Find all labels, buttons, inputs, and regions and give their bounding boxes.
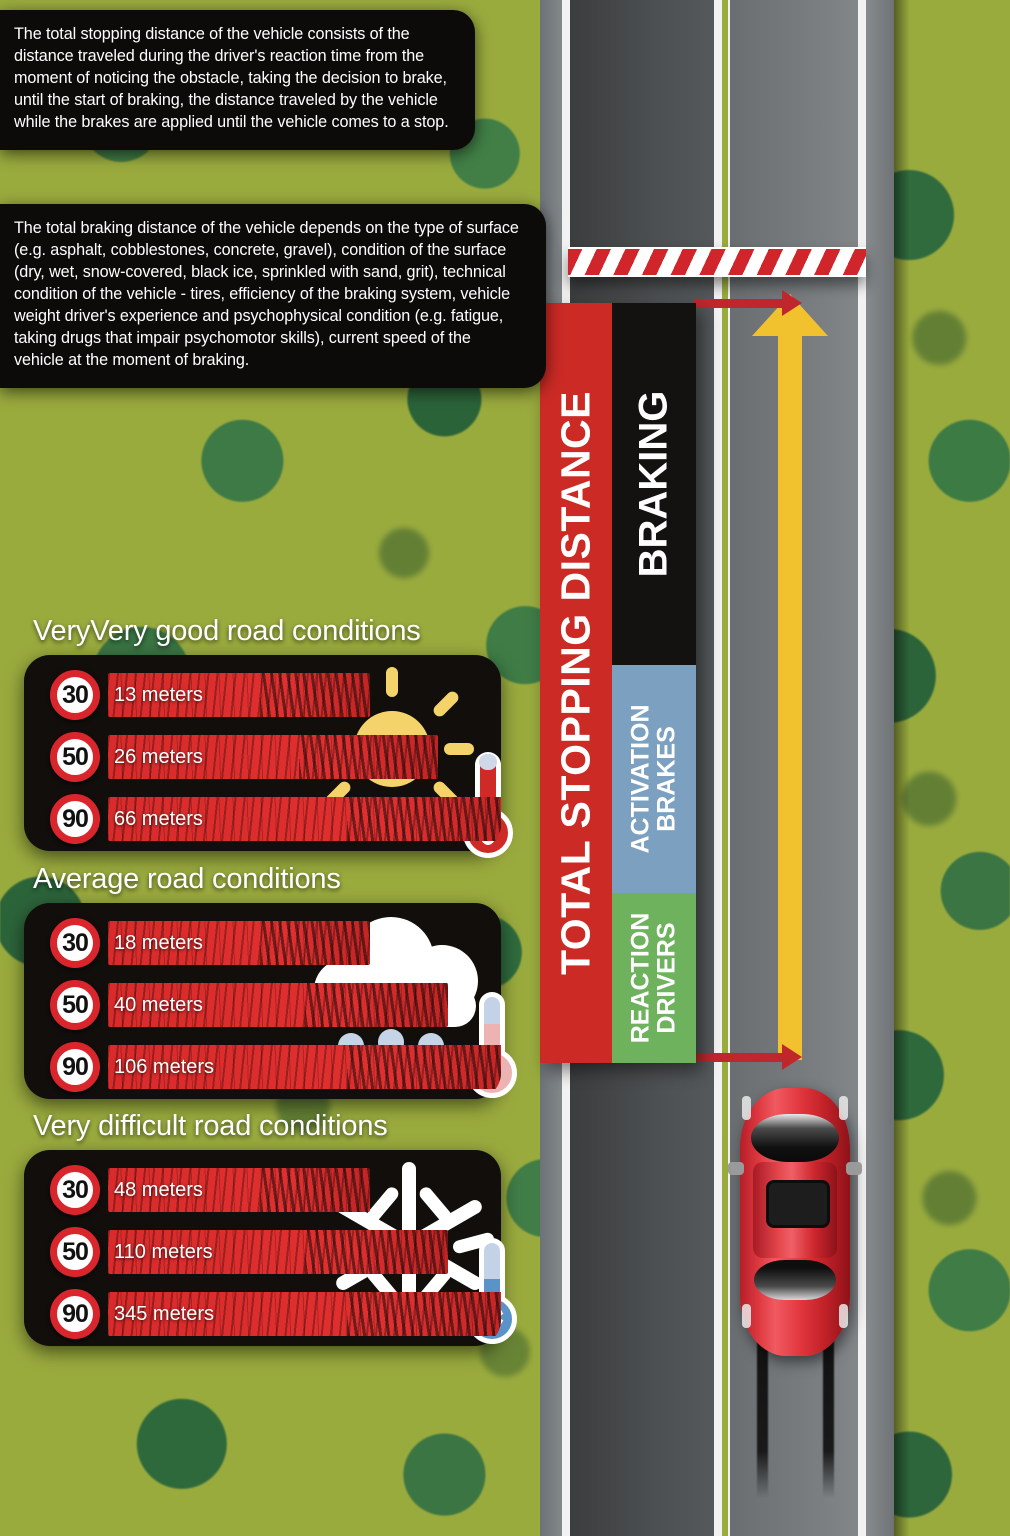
distance-value: 40 meters xyxy=(114,993,203,1016)
car-mirror-left xyxy=(728,1162,744,1175)
condition-title-good: VeryVery good road conditions xyxy=(33,615,421,647)
distance-value: 110 meters xyxy=(114,1240,213,1263)
panel-braking-distance-factors: The total braking distance of the vehicl… xyxy=(0,204,546,388)
road-shadow xyxy=(894,0,910,1536)
car-mirror-right xyxy=(846,1162,862,1175)
distance-bar xyxy=(108,1230,448,1274)
car-sunroof xyxy=(766,1180,830,1228)
skid-mark-left xyxy=(757,1330,768,1498)
distance-row: 90 66 meters xyxy=(50,793,501,845)
distance-row: 50 110 meters xyxy=(50,1226,448,1278)
segment-braking: BRAKING xyxy=(612,303,696,665)
condition-card-good: 30 13 meters 50 26 meters 90 66 meters xyxy=(24,655,501,851)
panel-text: The total braking distance of the vehicl… xyxy=(14,219,519,369)
total-stopping-distance-bar: TOTAL STOPPING DISTANCE BRAKING ACTIVATI… xyxy=(540,303,696,1063)
skid-mark-right xyxy=(823,1330,834,1498)
car-taillight-left xyxy=(742,1304,751,1328)
distance-value: 106 meters xyxy=(114,1055,215,1078)
distance-value: 48 meters xyxy=(114,1178,203,1201)
car-rear-window xyxy=(754,1260,836,1300)
distance-value: 345 meters xyxy=(114,1302,215,1325)
car-headlight-right xyxy=(839,1096,848,1120)
speed-sign: 30 xyxy=(50,918,100,968)
condition-card-difficult: 30 48 meters 50 110 meters 90 345 meters xyxy=(24,1150,501,1346)
segment-braking-label: BRAKING xyxy=(631,390,676,578)
car-windshield xyxy=(751,1114,839,1162)
total-stopping-distance-label-band: TOTAL STOPPING DISTANCE xyxy=(540,303,612,1063)
speed-sign: 90 xyxy=(50,1042,100,1092)
distance-row: 50 40 meters xyxy=(50,979,448,1031)
distance-bar xyxy=(108,1168,370,1212)
condition-title-average: Average road conditions xyxy=(33,863,341,895)
distance-row: 50 26 meters xyxy=(50,731,438,783)
condition-card-average: 30 18 meters 50 40 meters 90 106 meters xyxy=(24,903,501,1099)
road-edge-line-right xyxy=(858,0,867,1536)
distance-bar xyxy=(108,1045,501,1089)
panel-stopping-distance-definition: The total stopping distance of the vehic… xyxy=(0,10,475,150)
distance-bar xyxy=(108,1292,501,1336)
speed-sign: 30 xyxy=(50,670,100,720)
road-center-line-a xyxy=(714,0,722,1536)
road-shoulder-right xyxy=(866,0,894,1536)
car-taillight-right xyxy=(839,1304,848,1328)
distance-value: 13 meters xyxy=(114,683,203,706)
distance-value: 18 meters xyxy=(114,931,203,954)
speed-sign: 50 xyxy=(50,732,100,782)
car-headlight-left xyxy=(742,1096,751,1120)
distance-value: 66 meters xyxy=(114,807,203,830)
striped-road-barrier-icon xyxy=(568,247,866,277)
top-tick-arrow-head xyxy=(782,290,802,316)
distance-row: 30 13 meters xyxy=(50,669,370,721)
top-tick-arrow-line xyxy=(694,299,790,308)
condition-title-difficult: Very difficult road conditions xyxy=(33,1110,388,1142)
speed-sign: 90 xyxy=(50,1289,100,1339)
distance-row: 90 345 meters xyxy=(50,1288,501,1340)
distance-value: 26 meters xyxy=(114,745,203,768)
red-car-top-view xyxy=(728,1088,862,1356)
speed-sign: 50 xyxy=(50,1227,100,1277)
distance-bar xyxy=(108,673,370,717)
speed-sign: 90 xyxy=(50,794,100,844)
speed-sign: 30 xyxy=(50,1165,100,1215)
distance-row: 90 106 meters xyxy=(50,1041,501,1093)
bottom-tick-arrow-line xyxy=(694,1053,790,1062)
total-distance-arrow-shaft xyxy=(778,330,802,1060)
distance-bar xyxy=(108,797,501,841)
distance-row: 30 18 meters xyxy=(50,917,370,969)
panel-text: The total stopping distance of the vehic… xyxy=(14,25,449,131)
distance-bar xyxy=(108,983,448,1027)
total-stopping-distance-label: TOTAL STOPPING DISTANCE xyxy=(552,390,599,976)
distance-row: 30 48 meters xyxy=(50,1164,370,1216)
bottom-tick-arrow-head xyxy=(782,1044,802,1070)
distance-bar xyxy=(108,921,370,965)
distance-bar xyxy=(108,735,438,779)
speed-sign: 50 xyxy=(50,980,100,1030)
